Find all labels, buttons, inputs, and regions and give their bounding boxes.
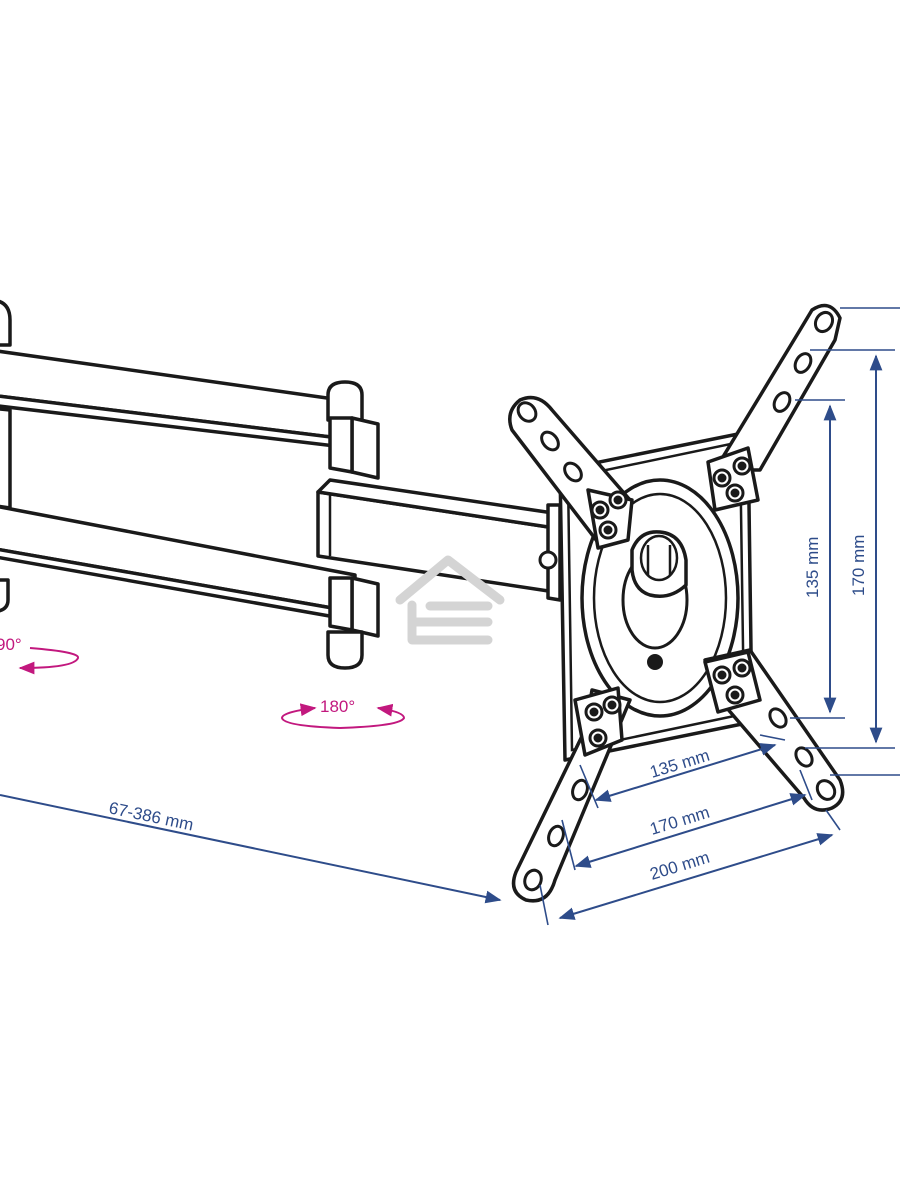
rotation-180-indicator: 180° — [280, 697, 406, 729]
vesa-bracket-top-left — [508, 395, 634, 550]
rotation-180-label: 180° — [320, 697, 355, 716]
wall-plate — [0, 407, 12, 510]
extension-label: 67-386 mm — [107, 798, 195, 834]
house-logo-watermark — [395, 555, 505, 645]
dimension-vertical: 135 mm 170 mm — [790, 307, 900, 776]
horizontal-200-label: 200 mm — [648, 848, 712, 884]
vesa-bracket-bottom-right — [703, 648, 845, 812]
lower-long-arm — [0, 505, 380, 670]
vesa-bracket-top-right — [706, 303, 842, 512]
horizontal-135-label: 135 mm — [648, 746, 712, 782]
dimension-extension: 67-386 mm — [0, 794, 502, 904]
rotation-90-indicator: 90° — [0, 635, 79, 675]
vesa-bracket-bottom-left — [511, 686, 632, 903]
upper-long-arm — [0, 349, 380, 480]
rotation-90-label: 90° — [0, 635, 22, 654]
vertical-170-label: 170 mm — [849, 535, 868, 596]
short-arm — [316, 478, 562, 602]
vertical-135-label: 135 mm — [803, 537, 822, 598]
wall-pivot — [0, 299, 12, 613]
